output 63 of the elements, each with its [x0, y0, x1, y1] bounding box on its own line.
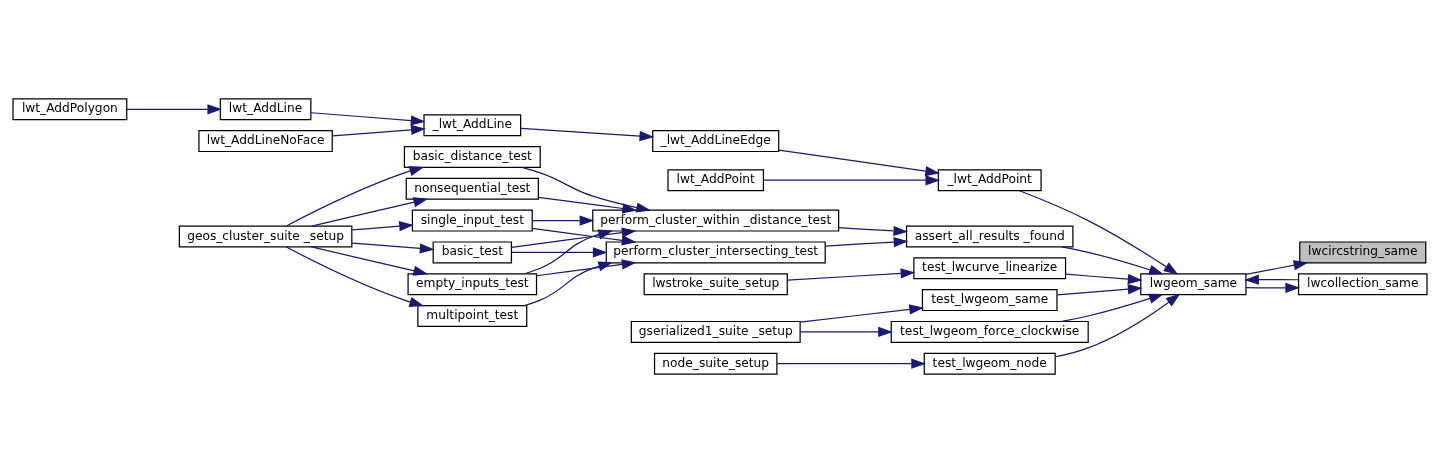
- node-box: lwgeom_same: [1140, 272, 1247, 295]
- node-box: single_input_test: [411, 209, 533, 232]
- node-box: assert_all_results _found: [905, 225, 1074, 247]
- arrow: [311, 196, 429, 227]
- arrow: [776, 358, 926, 369]
- arrow: [1245, 282, 1301, 293]
- arrow: [285, 165, 425, 227]
- node-box: _lwt_AddPoint: [937, 168, 1042, 191]
- node-box: perform_cluster_within _distance_test: [592, 209, 840, 232]
- arrow: [1061, 293, 1164, 322]
- arrow: [331, 124, 426, 137]
- arrow: [521, 166, 651, 213]
- arrow: [524, 229, 613, 274]
- node-box: lwt_AddLine: [219, 97, 312, 120]
- node-box: basic_distance_test: [403, 145, 541, 168]
- node-box: basic_test: [432, 240, 513, 263]
- arrow: [1245, 259, 1309, 275]
- arrow: [1061, 245, 1164, 275]
- arrow: [799, 326, 893, 337]
- node-box: test_lwgeom_force_clockwise: [890, 320, 1089, 343]
- node-box: gserialized1_suite _setup: [630, 320, 801, 343]
- node-box: node_suite_setup: [653, 352, 778, 375]
- arrow: [838, 225, 909, 236]
- arrow: [824, 236, 909, 247]
- arrow: [763, 174, 941, 185]
- arrow: [1056, 283, 1143, 295]
- node-box: lwcircstring_same: [1299, 240, 1427, 263]
- arrow: [536, 258, 637, 276]
- node-box: lwstroke_suite_setup: [643, 272, 788, 295]
- arrow: [524, 260, 613, 306]
- arrow: [778, 148, 940, 176]
- arrow: [310, 111, 426, 126]
- arrow: [351, 242, 435, 254]
- node-box: lwcollection_same: [1297, 272, 1428, 295]
- node-box: lwt_AddPolygon: [12, 97, 128, 120]
- arrow: [1018, 189, 1179, 275]
- node-box: test_lwgeom_node: [923, 352, 1056, 375]
- node-box: _lwt_AddLine: [423, 113, 522, 136]
- node-box: nonsequential_test: [405, 177, 539, 200]
- node-box: multipoint_test: [417, 304, 528, 327]
- arrow: [1055, 293, 1181, 357]
- arrow: [531, 227, 637, 245]
- arrow: [1065, 273, 1143, 284]
- arrow: [311, 245, 429, 276]
- arrow: [351, 220, 414, 231]
- node-box: geos_cluster_suite _setup: [178, 225, 353, 247]
- arrow: [537, 196, 638, 214]
- node-box: lwt_AddLineNoFace: [198, 129, 333, 152]
- node-box: test_lwcurve_linearize: [913, 256, 1067, 279]
- arrow: [1244, 274, 1299, 285]
- node-box: test_lwgeom_same: [921, 288, 1058, 311]
- node-box: _lwt_AddLineEdge: [652, 129, 780, 152]
- arrow: [511, 246, 608, 258]
- node-box: lwt_AddPoint: [667, 168, 765, 191]
- node-box: perform_cluster_intersecting_test: [605, 240, 826, 263]
- arrow: [520, 127, 655, 141]
- arrow: [531, 214, 595, 226]
- arrow: [285, 245, 425, 307]
- node-box: empty_inputs_test: [407, 272, 538, 295]
- arrow: [786, 267, 916, 281]
- arrow: [799, 303, 924, 323]
- arrow: [511, 227, 637, 248]
- arrow: [126, 103, 223, 114]
